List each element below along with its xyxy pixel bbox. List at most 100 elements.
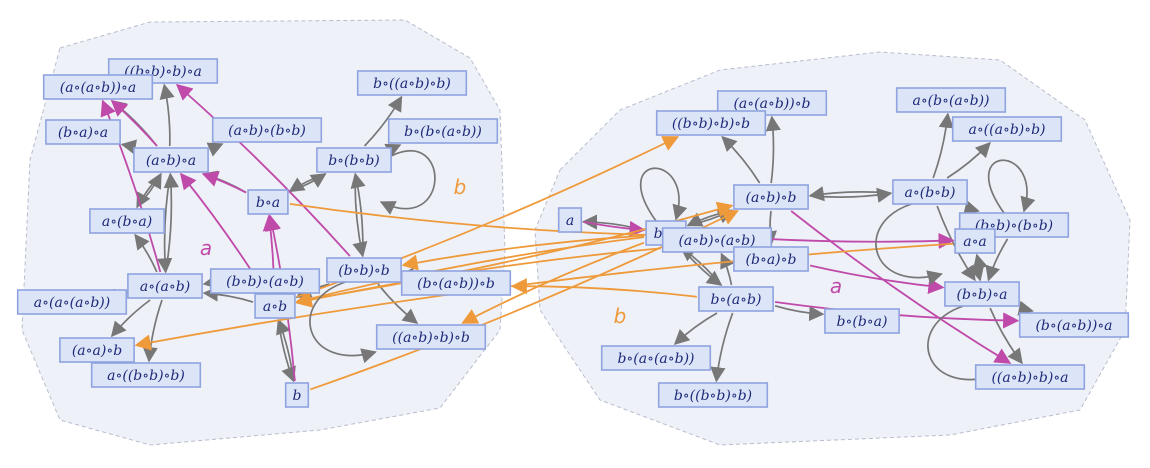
node-label: b∘(a∘b): [711, 292, 762, 308]
edge-R10-to-R13: [985, 238, 1009, 282]
self-loops-layer: [309, 149, 1036, 388]
edge-R5-to-R2: [721, 135, 761, 184]
node-label: ((a∘b)∘b)∘a: [991, 370, 1068, 386]
self-loop-R13: [927, 305, 995, 388]
node-label: b∘(b∘a): [837, 314, 888, 330]
edge-R9-to-L15: [295, 247, 661, 308]
edge-L20-to-L15: [276, 318, 295, 382]
node-box: [824, 308, 900, 334]
node-label: (b∘(a∘b))∘b: [417, 276, 495, 292]
edge-L15-to-L11: [202, 286, 254, 303]
node-label: a∘(b∘(a∘b)): [912, 93, 989, 109]
node-box: [657, 382, 769, 408]
self-loop-L8: [379, 149, 436, 215]
edge-label-b-bottom: b: [614, 304, 627, 328]
edge-L8-to-L5: [363, 95, 403, 147]
node-box: [655, 110, 767, 136]
node-box: [90, 362, 202, 388]
node-L7: (a∘b)∘a: [133, 147, 209, 173]
edge-L8-to-L6: [384, 143, 402, 158]
node-box: [42, 74, 154, 100]
node-label: (a∘b)∘a: [146, 153, 196, 169]
node-label: b∘((b∘b)∘b): [674, 388, 752, 404]
node-box: [400, 270, 512, 296]
node-box: [209, 268, 321, 294]
node-label: a∘(b∘b): [905, 185, 956, 201]
edge-R14-to-R15: [774, 305, 825, 322]
edge-R6-to-R10: [963, 200, 980, 215]
edge-R8-to-L15: [295, 236, 645, 307]
node-label: (a∘(a∘b))∘a: [60, 80, 136, 96]
node-label: (a∘(a∘b))∘b: [733, 96, 810, 112]
node-R6: a∘(b∘b): [892, 179, 968, 205]
node-box: [133, 147, 209, 173]
node-L6: b∘(b∘(a∘b)): [387, 118, 499, 144]
node-L3: (b∘a)∘a: [45, 119, 121, 145]
edge-label-a-left: a: [200, 236, 212, 260]
node-L10: a∘(b∘a): [89, 208, 165, 234]
node-box: [211, 117, 323, 143]
edge-R8-to-L13: [401, 234, 645, 271]
node-box: [356, 70, 468, 96]
node-L16: (b∘(a∘b))∘b: [400, 270, 512, 296]
node-label: a∘((a∘b)∘b): [968, 122, 1045, 138]
node-box: [375, 324, 487, 350]
edge-R14-to-R19: [710, 312, 734, 383]
node-label: (a∘b)∘(a∘b): [678, 233, 755, 249]
node-R11: a∘a: [954, 228, 996, 254]
nodes-layer: ((b∘b)∘b)∘a(a∘(a∘b))∘a(b∘a)∘a(a∘b)∘(b∘b)…: [16, 58, 1130, 408]
edge-L13-to-L1: [175, 83, 351, 257]
edge-R13-to-R18: [989, 307, 1023, 365]
edge-L9-to-R9: [289, 202, 663, 243]
node-box: [892, 179, 968, 205]
node-label: (b∘b)∘b: [338, 263, 390, 279]
self-loop-R6: [875, 203, 943, 286]
node-R17: b∘(a∘(a∘b)): [600, 345, 712, 371]
node-box: [316, 147, 392, 173]
node-box: [387, 118, 499, 144]
edge-label-a-right: a: [830, 274, 842, 298]
node-label: a∘b: [263, 299, 287, 315]
edge-label-group: a b a b: [200, 175, 842, 328]
node-box: [733, 184, 809, 210]
edge-L11-to-L7: [163, 172, 179, 273]
edge-R11-to-R13: [969, 254, 985, 282]
node-box: [557, 207, 583, 233]
node-box: [951, 116, 1063, 142]
node-L5: b∘((a∘b)∘b): [356, 70, 468, 96]
node-label: b∘a: [256, 195, 280, 211]
node-box: [254, 293, 296, 319]
edge-L11-to-L18: [110, 299, 151, 338]
edge-R13-to-R16: [1017, 300, 1034, 316]
self-loop-R8: [639, 167, 688, 222]
node-label: b∘(b∘b): [328, 153, 380, 169]
node-box: [127, 273, 203, 299]
node-L9: b∘a: [247, 189, 289, 215]
node-box: [284, 382, 310, 408]
node-box: [895, 87, 1007, 113]
node-L12: (b∘b)∘(a∘b): [209, 268, 321, 294]
node-label: b∘(b∘(a∘b)): [404, 124, 482, 140]
node-L17: ((a∘b)∘b)∘b: [375, 324, 487, 350]
node-R14: b∘(a∘b): [698, 286, 774, 312]
node-label: a∘(a∘(a∘b)): [34, 295, 110, 311]
node-label: ((a∘b)∘b)∘b: [392, 330, 470, 346]
node-label: b: [293, 388, 302, 404]
node-box: [16, 289, 128, 315]
node-box: [733, 246, 809, 272]
edge-L11-to-L19: [142, 299, 163, 363]
edge-R7-to-R8: [583, 220, 646, 238]
node-R16: (b∘(a∘b))∘a: [1018, 312, 1130, 338]
node-R2: ((b∘b)∘b)∘b: [655, 110, 767, 136]
node-R18: ((a∘b)∘b)∘a: [974, 364, 1086, 390]
edge-L9-to-L7: [201, 171, 247, 194]
edge-R12-to-R13: [809, 264, 945, 295]
node-label: (a∘b)∘b: [746, 190, 797, 206]
node-label: a∘(b∘a): [102, 214, 152, 230]
node-L13: (b∘b)∘b: [326, 257, 402, 283]
node-box: [326, 257, 402, 283]
node-L18: (a∘a)∘b: [59, 337, 135, 363]
edge-label-b-top: b: [454, 175, 467, 199]
node-box: [974, 364, 1086, 390]
